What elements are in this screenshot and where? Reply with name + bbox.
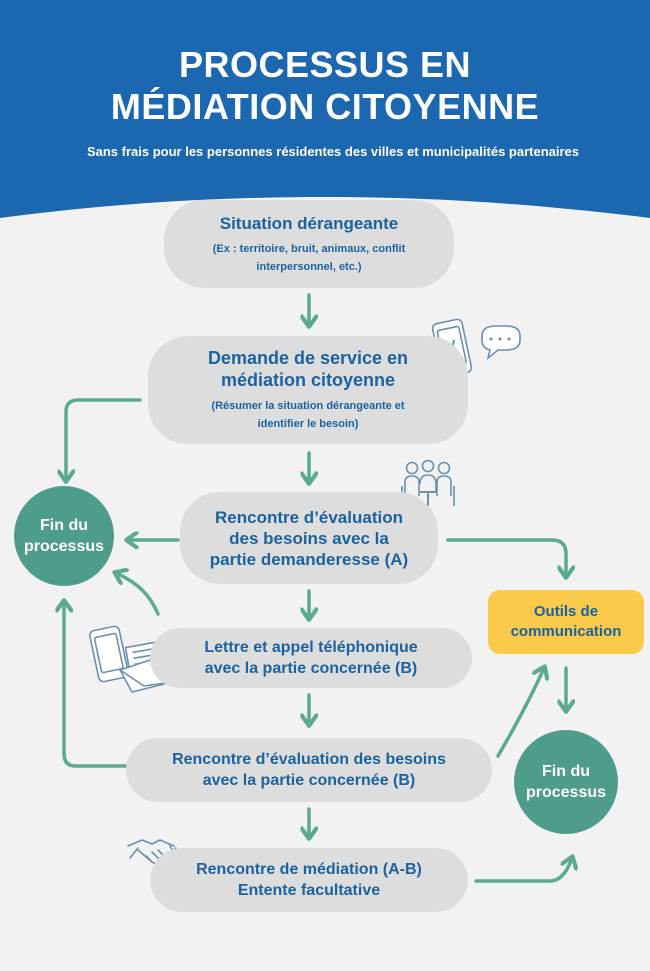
speech-bubble-icon: [481, 325, 521, 361]
page-title: PROCESSUS EN MÉDIATION CITOYENNE: [0, 44, 650, 128]
subtitle: Sans frais pour les personnes résidentes…: [86, 144, 580, 159]
arrow-evaluation-b-to-tools: [496, 668, 544, 758]
step-evaluation-a-line-2: des besoins avec la: [229, 528, 389, 548]
step-situation-note-line-2: interpersonnel, etc.): [256, 260, 362, 273]
step-lettre-text: Lettre et appel téléphonique avec la par…: [204, 637, 417, 679]
step-evaluation-b: Rencontre d’évaluation des besoins avec …: [126, 738, 492, 802]
step-mediation: Rencontre de médiation (A-B) Entente fac…: [150, 848, 468, 912]
arrow-evaluation-a-to-tools: [446, 538, 566, 576]
communication-tools-box: Outils de communication: [488, 590, 644, 654]
step-evaluation-a-line-1: Rencontre d’évaluation: [215, 507, 403, 527]
step-mediation-text: Rencontre de médiation (A-B) Entente fac…: [196, 859, 422, 901]
step-lettre: Lettre et appel téléphonique avec la par…: [150, 628, 472, 688]
step-situation-note-line-1: (Ex : territoire, bruit, animaux, confli…: [212, 242, 406, 255]
step-situation: Situation dérangeante (Ex : territoire, …: [164, 200, 454, 288]
end-right-line-1: Fin du: [542, 763, 590, 780]
step-situation-note: (Ex : territoire, bruit, animaux, confli…: [213, 240, 406, 276]
step-demande-title: Demande de service en médiation citoyenn…: [208, 347, 408, 391]
tools-line-1: Outils de: [533, 603, 599, 620]
end-right-line-2: processus: [525, 784, 607, 801]
arrow-demande-to-end-left: [66, 398, 142, 480]
step-evaluation-b-line-1: Rencontre d’évaluation des besoins: [172, 751, 446, 768]
end-left-line-2: processus: [23, 538, 105, 555]
step-mediation-line-2: Entente facultative: [237, 882, 381, 899]
step-situation-title: Situation dérangeante: [219, 213, 399, 233]
title-line-2: MÉDIATION CITOYENNE: [110, 86, 540, 127]
step-evaluation-a-text: Rencontre d’évaluation des besoins avec …: [210, 507, 408, 570]
step-demande-title-line-2: médiation citoyenne: [220, 370, 396, 390]
step-demande-title-line-1: Demande de service en: [207, 348, 409, 368]
end-left: Fin du processus: [14, 486, 114, 586]
title-line-1: PROCESSUS EN: [178, 44, 472, 85]
step-evaluation-a-line-3: partie demanderesse (A): [209, 549, 409, 569]
letter-envelope-icon: [89, 625, 173, 693]
header-background: [0, 0, 650, 218]
end-left-line-1: Fin du: [40, 517, 88, 534]
arrow-evaluation-b-to-end-left: [64, 602, 132, 768]
step-demande: Demande de service en médiation citoyenn…: [148, 336, 468, 444]
step-lettre-line-1: Lettre et appel téléphonique: [204, 639, 418, 656]
step-demande-note: (Résumer la situation dérangeante et ide…: [211, 397, 404, 433]
arrow-lettre-to-end-left: [116, 573, 160, 616]
step-lettre-line-2: avec la partie concernée (B): [204, 660, 418, 677]
step-mediation-line-1: Rencontre de médiation (A-B): [196, 861, 422, 878]
step-evaluation-b-text: Rencontre d’évaluation des besoins avec …: [172, 749, 446, 791]
step-demande-note-line-2: identifier le besoin): [257, 418, 359, 430]
tools-line-2: communication: [510, 623, 622, 640]
end-right: Fin du processus: [514, 730, 618, 834]
step-demande-note-line-1: (Résumer la situation dérangeante et: [211, 400, 405, 412]
arrow-mediation-to-end-right: [474, 858, 572, 883]
step-evaluation-b-line-2: avec la partie concernée (B): [202, 772, 416, 789]
step-evaluation-a: Rencontre d’évaluation des besoins avec …: [180, 492, 438, 584]
